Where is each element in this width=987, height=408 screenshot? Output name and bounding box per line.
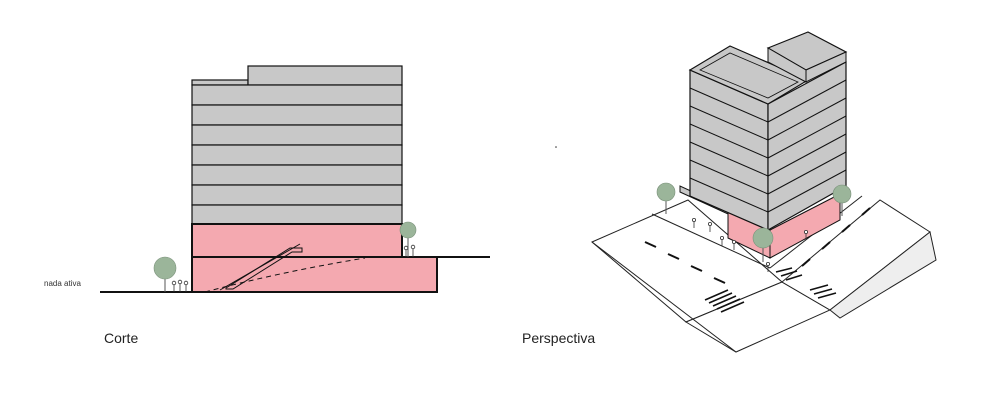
people-perspective [692, 217, 809, 272]
section-drawing [100, 65, 490, 293]
escalator [219, 243, 303, 291]
lane-dashes-right [801, 207, 871, 267]
tower-roof-parapet [699, 52, 799, 99]
tower-floor [191, 164, 403, 186]
dashed-path [204, 257, 366, 293]
crosswalk-left [704, 289, 745, 313]
podium-front-right [769, 193, 841, 259]
people-right [403, 244, 416, 257]
tree-persp-center [752, 227, 774, 262]
road-ramp [829, 231, 937, 319]
side-label: nada ativa [44, 279, 81, 288]
tower-floor [191, 84, 403, 106]
people-left [171, 279, 189, 292]
podium-lower [191, 256, 438, 293]
rooftop-block-front [767, 47, 807, 83]
tree-persp-right [832, 184, 852, 216]
tower-floor [191, 144, 403, 166]
tower-floor [191, 184, 403, 206]
tower-floor [191, 124, 403, 146]
tower-floor [191, 204, 403, 225]
perspective-drawing [555, 31, 937, 353]
tree-left [153, 256, 177, 292]
tree-right [399, 221, 417, 257]
sidewalk-edge [651, 213, 771, 269]
tower-floor [191, 104, 403, 126]
stray-mark [555, 146, 557, 148]
tower-floors [191, 84, 403, 225]
crosswalk-right [775, 267, 837, 299]
tree-persp-left [656, 182, 676, 214]
section-caption: Corte [104, 330, 139, 346]
tower-roof-low [191, 79, 249, 86]
perspective-caption: Perspectiva [522, 330, 596, 346]
road-edge [591, 241, 737, 353]
tower-roof-high [247, 65, 403, 86]
lane-dashes-left [644, 241, 726, 284]
